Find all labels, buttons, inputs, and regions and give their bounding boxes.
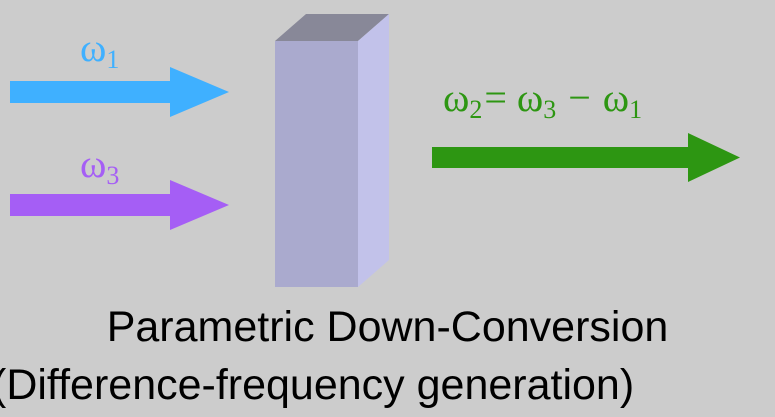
omega2-subscript: 2 xyxy=(469,95,483,124)
crystal-top-face xyxy=(275,14,389,41)
omega3-term-symbol: ω xyxy=(516,75,544,120)
omega3-arrow-icon xyxy=(10,180,229,230)
crystal-icon xyxy=(275,14,389,287)
omega1-arrow-shaft xyxy=(10,81,172,103)
omega1-arrow-head xyxy=(170,67,229,117)
omega1-term-symbol: ω xyxy=(602,75,630,120)
caption-title: Parametric Down-Conversion xyxy=(106,303,669,351)
omega3-arrow-head xyxy=(170,180,229,230)
omega2-arrow-head xyxy=(688,133,740,182)
crystal-front-face xyxy=(275,41,358,287)
crystal-side-face xyxy=(358,14,389,287)
omega1-subscript: 1 xyxy=(106,45,120,74)
omega1-term-subscript: 1 xyxy=(629,95,643,124)
omega1-label: ω1 xyxy=(80,25,119,73)
omega3-subscript: 3 xyxy=(106,161,120,190)
caption-subtitle: (Difference-frequency generation) xyxy=(0,361,635,409)
omega2-arrow-shaft xyxy=(432,147,690,168)
omega1-symbol: ω xyxy=(80,25,107,70)
omega2-arrow-icon xyxy=(432,133,740,182)
omega3-label: ω3 xyxy=(80,141,119,189)
omega2-symbol: ω xyxy=(443,75,470,120)
equals-sign: = xyxy=(484,75,507,120)
omega1-arrow-icon xyxy=(10,67,229,117)
omega3-arrow-shaft xyxy=(10,194,172,216)
omega2-equation: ω2=ω3−ω1 xyxy=(443,75,642,123)
minus-sign: − xyxy=(568,75,591,120)
omega3-term-subscript: 3 xyxy=(543,95,557,124)
omega3-symbol: ω xyxy=(80,141,107,186)
